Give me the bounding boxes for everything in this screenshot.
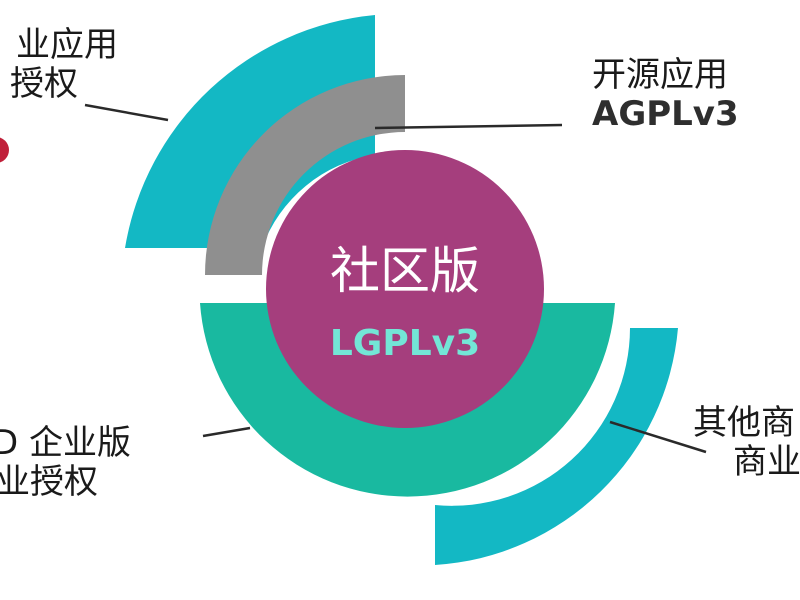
label-bottom-left: D 企业版 业授权 xyxy=(0,423,131,503)
leader-line-bottom-right xyxy=(609,420,707,454)
center-subtitle: LGPLv3 xyxy=(330,323,480,364)
red-dot-marker xyxy=(0,137,9,163)
label-bottom-right-line1: 其他商 xyxy=(693,403,795,443)
segment-open-source-agpl xyxy=(205,75,405,275)
label-top-right-line2: AGPLv3 xyxy=(592,94,739,135)
label-top-left-line1: 业应用 xyxy=(16,25,118,65)
label-top-right-line1: 开源应用 xyxy=(592,55,728,95)
label-bottom-right: 其他商 商业 xyxy=(693,403,800,483)
leader-line-top-right xyxy=(374,123,563,130)
label-bottom-left-line2: 业授权 xyxy=(0,462,98,503)
label-bottom-right-line2: 商业 xyxy=(733,442,800,483)
center-title: 社区版 xyxy=(330,242,480,300)
center-community-circle xyxy=(266,150,544,428)
label-top-right: 开源应用 AGPLv3 xyxy=(592,55,739,135)
label-top-left: 业应用 授权 xyxy=(0,25,118,105)
label-bottom-left-line1: D 企业版 xyxy=(0,423,131,463)
label-top-left-line2: 授权 xyxy=(10,64,78,105)
leader-line-bottom-left xyxy=(202,426,251,438)
leader-line-top-left xyxy=(84,103,169,122)
segment-enterprise-app-license xyxy=(125,15,375,248)
segment-other-commercial xyxy=(435,328,678,565)
